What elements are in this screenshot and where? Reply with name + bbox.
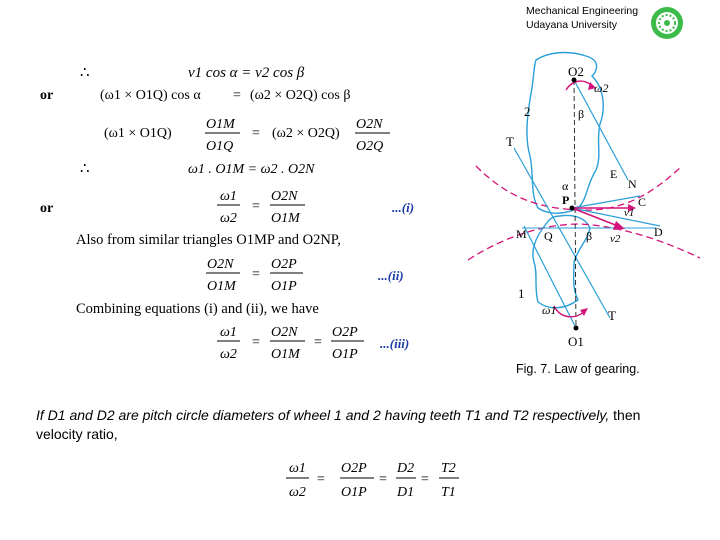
final-num-1: ω1: [289, 461, 306, 476]
final-equals-3: =: [421, 472, 429, 487]
figure-caption: Fig. 7. Law of gearing.: [516, 362, 640, 376]
frac-3b-num: O2N: [356, 117, 383, 132]
frac-5r-den: O1M: [271, 211, 301, 226]
label-v1: v1: [624, 207, 634, 219]
label-M: M: [516, 227, 527, 241]
final-den-1: ω2: [289, 485, 306, 500]
frac-6-num: O2N: [207, 257, 234, 272]
label-omega2: ω2: [594, 81, 608, 95]
eq-line-4: ω1 . O1M = ω2 . O2N: [188, 162, 315, 177]
frac-7r-den: O1P: [332, 347, 358, 362]
frac-7m-num: O2N: [271, 325, 298, 340]
label-P: P: [562, 193, 569, 207]
header-line-1: Mechanical Engineering: [526, 5, 639, 17]
label-beta: β: [586, 229, 592, 243]
equals-7a: =: [252, 335, 260, 350]
label-T-bottom: T: [608, 308, 616, 323]
label-O2: O2: [568, 64, 584, 79]
label-T-top: T: [506, 134, 514, 149]
label-O1: O1: [568, 334, 584, 348]
therefore-1: ∴: [80, 65, 90, 81]
law-of-gearing-figure: O2 ω2 2 β T α E N P v1 C M Q β v2 D 1 ω1…: [468, 51, 701, 348]
label-Q: Q: [544, 229, 553, 243]
equals-2: =: [233, 88, 241, 103]
eq-line-3-lhs: (ω1 × O1Q): [104, 126, 172, 141]
equals-7b: =: [314, 335, 322, 350]
equation-tag-i: ...(i): [392, 200, 414, 215]
final-equals-1: =: [317, 472, 325, 487]
final-num-2: O2P: [341, 461, 367, 476]
equals-6: =: [252, 267, 260, 282]
frac-7r-num: O2P: [332, 325, 358, 340]
final-den-3: D1: [396, 485, 414, 500]
paragraph-plain-part: then velocity ratio,: [36, 407, 641, 442]
eq-line-2-lhs: (ω1 × O1Q) cos α: [100, 88, 201, 103]
final-num-3: D2: [396, 461, 414, 476]
final-num-4: T2: [441, 461, 456, 476]
paragraph-italic-part: If D1 and D2 are pitch circle diameters …: [36, 407, 610, 423]
therefore-2: ∴: [80, 161, 90, 177]
frac-3a-den: O1Q: [206, 139, 233, 154]
frac-5-num: ω1: [220, 189, 237, 204]
frac-5r-num: O2N: [271, 189, 298, 204]
university-emblem-icon: [651, 7, 683, 39]
label-C: C: [638, 195, 646, 209]
eq-line-3-rhs: (ω2 × O2Q): [272, 126, 340, 141]
label-E: E: [610, 167, 617, 181]
equation-tag-iii: ...(iii): [380, 336, 409, 351]
equals-5: =: [252, 199, 260, 214]
frac-3b-den: O2Q: [356, 139, 383, 154]
frac-3a-num: O1M: [206, 117, 236, 132]
eq-line-2-rhs: (ω2 × O2Q) cos β: [250, 88, 350, 103]
header-line-2: Udayana University: [526, 19, 618, 31]
label-v2: v2: [610, 233, 621, 245]
frac-7m-den: O1M: [271, 347, 301, 362]
equation-tag-ii: ...(ii): [378, 268, 404, 283]
similar-triangles-text: Also from similar triangles O1MP and O2N…: [76, 232, 341, 248]
final-den-4: T1: [441, 485, 456, 500]
frac-7-num: ω1: [220, 325, 237, 340]
or-1: or: [40, 88, 53, 103]
combining-text: Combining equations (i) and (ii), we hav…: [76, 301, 319, 317]
frac-5-den: ω2: [220, 211, 237, 226]
frac-6r-den: O1P: [271, 279, 297, 294]
label-N: N: [628, 177, 637, 191]
frac-6r-num: O2P: [271, 257, 297, 272]
label-wheel-1: 1: [518, 286, 525, 301]
or-2: or: [40, 201, 53, 216]
label-beta-top: β: [578, 107, 584, 121]
equals-3: =: [252, 126, 260, 141]
label-omega1: ω1: [542, 303, 556, 317]
final-equals-2: =: [379, 472, 387, 487]
label-D: D: [654, 225, 663, 239]
final-den-2: O1P: [341, 485, 367, 500]
eq-line-1: v1 cos α = v2 cos β: [188, 65, 305, 81]
frac-7-den: ω2: [220, 347, 237, 362]
velocity-ratio-paragraph: If D1 and D2 are pitch circle diameters …: [36, 406, 686, 444]
label-alpha: α: [562, 179, 569, 193]
label-wheel-2: 2: [524, 104, 531, 119]
institution-header: Mechanical Engineering Udayana Universit…: [526, 4, 638, 32]
frac-6-den: O1M: [207, 279, 237, 294]
